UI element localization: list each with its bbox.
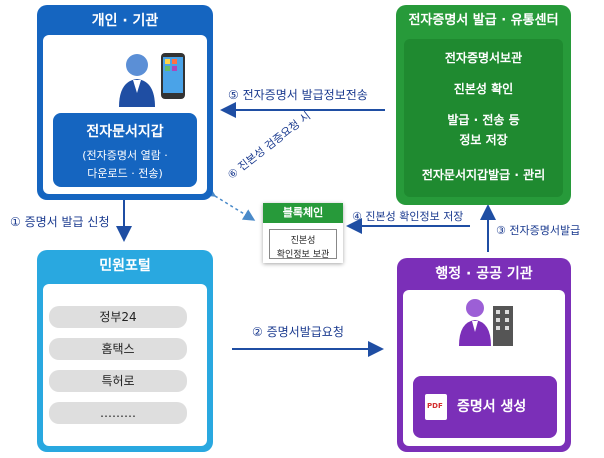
blockchain-line2: 확인정보 보관 [276,250,330,260]
individual-box: 개인 · 기관 전자문서지갑 (전자증명서 열람 · 다운로드 · 전송) [37,5,213,200]
center-item-1: 진본성 확인 [453,82,514,96]
portal-item-3: ……… [49,402,187,424]
agency-box: 행정 · 공공 기관 PDF 증명서 생성 [397,258,571,452]
center-item-4: 전자문서지갑발급 · 관리 [421,168,546,182]
step-2-label: ② 증명서발급요청 [252,325,344,339]
step-4-label: ④ 진본성 확인정보 저장 [352,210,464,223]
arrow-6 [202,185,256,221]
wallet-panel: 전자문서지갑 (전자증명서 열람 · 다운로드 · 전송) [53,113,197,187]
blockchain-inner: 진본성 확인정보 보관 [269,229,337,260]
step-5-label: ⑤ 전자증명서 발급정보전송 [228,88,368,102]
step-1-label: ① 증명서 발급 신청 [10,215,110,229]
pdf-icon: PDF [425,394,447,420]
center-item-2: 발급 · 전송 등 [447,113,520,127]
blockchain-title: 블록체인 [263,203,343,223]
center-title: 전자증명서 발급 · 유통센터 [408,13,559,28]
center-item-0: 전자증명서보관 [444,51,523,65]
center-item-3: 정보 저장 [459,133,508,147]
person-phone-icon [119,53,185,107]
portal-box: 민원포털 정부24 홈택스 특허로 ……… [37,250,213,452]
portal-item-2: 특허로 [49,370,187,392]
individual-title: 개인 · 기관 [91,13,159,29]
pdf-icon-label: PDF [427,402,443,410]
wallet-desc-2: 다운로드 · 전송) [87,167,163,180]
portal-item-0: 정부24 [49,306,187,328]
agency-title: 행정 · 공공 기관 [435,266,533,282]
step-3-label: ③ 전자증명서발급 [496,224,581,237]
blockchain-box: 블록체인 진본성 확인정보 보관 [263,203,343,263]
center-box: 전자증명서 발급 · 유통센터 전자증명서보관 진본성 확인 발급 · 전송 등… [396,5,571,205]
portal-title: 민원포털 [99,258,151,274]
wallet-title: 전자문서지갑 [86,124,164,140]
center-inner: 전자증명서보관 진본성 확인 발급 · 전송 등 정보 저장 전자문서지갑발급 … [404,39,563,197]
blockchain-line1: 진본성 [290,236,316,246]
wallet-desc-1: (전자증명서 열람 · [82,149,168,162]
doc-generate-panel: PDF 증명서 생성 [413,376,557,438]
doc-generate-label: 증명서 생성 [457,399,527,415]
person-building-icon [459,299,513,346]
portal-item-1: 홈택스 [49,338,187,360]
